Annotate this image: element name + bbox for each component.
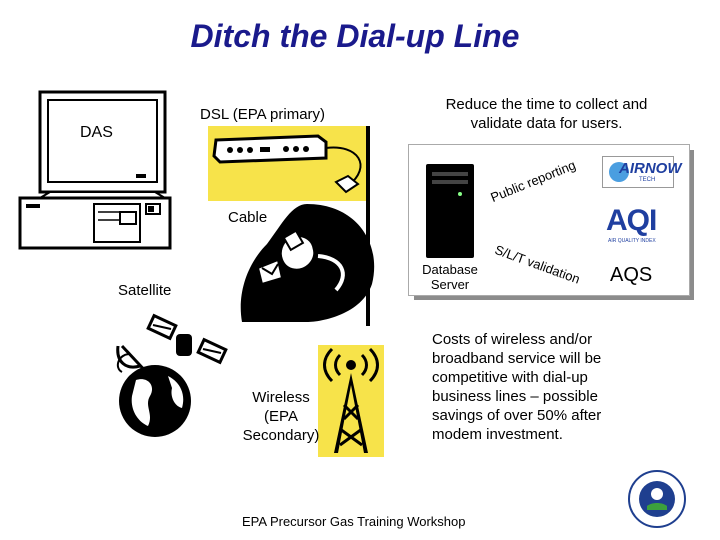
cable-icon [240, 204, 375, 322]
airnow-text: AIRNOW [619, 160, 682, 177]
airnow-sub: TECH [639, 177, 656, 183]
airnow-logo: AIRNOW TECH [602, 156, 682, 188]
aqi-logo: AQI AIR QUALITY INDEX [606, 204, 672, 248]
globe-icon [116, 344, 191, 437]
database-server-label: Database Server [422, 262, 478, 292]
divider-line [366, 126, 370, 326]
wireless-label: Wireless (EPA Secondary) [242, 389, 320, 444]
dsl-label: DSL (EPA primary) [200, 106, 326, 123]
satellite-icon [146, 313, 228, 365]
cable-label: Cable [228, 209, 268, 226]
slide-title: Ditch the Dial-up Line [190, 18, 520, 54]
wireless-tower-icon [318, 345, 384, 457]
aqi-text: AQI [606, 204, 657, 237]
das-label: DAS [80, 124, 113, 141]
reduce-time-text: Reduce the time to collect and validate … [445, 96, 648, 132]
computer-icon [18, 90, 172, 250]
satellite-label: Satellite [118, 282, 172, 299]
aqs-label: AQS [610, 264, 653, 286]
aqi-sub: AIR QUALITY INDEX [608, 238, 656, 244]
server-icon [426, 164, 474, 258]
costs-paragraph: Costs of wireless and/or broadband servi… [432, 331, 602, 443]
footer-text: EPA Precursor Gas Training Workshop [242, 514, 466, 529]
dsl-modem-icon [208, 126, 368, 201]
epa-seal-icon [628, 470, 686, 528]
